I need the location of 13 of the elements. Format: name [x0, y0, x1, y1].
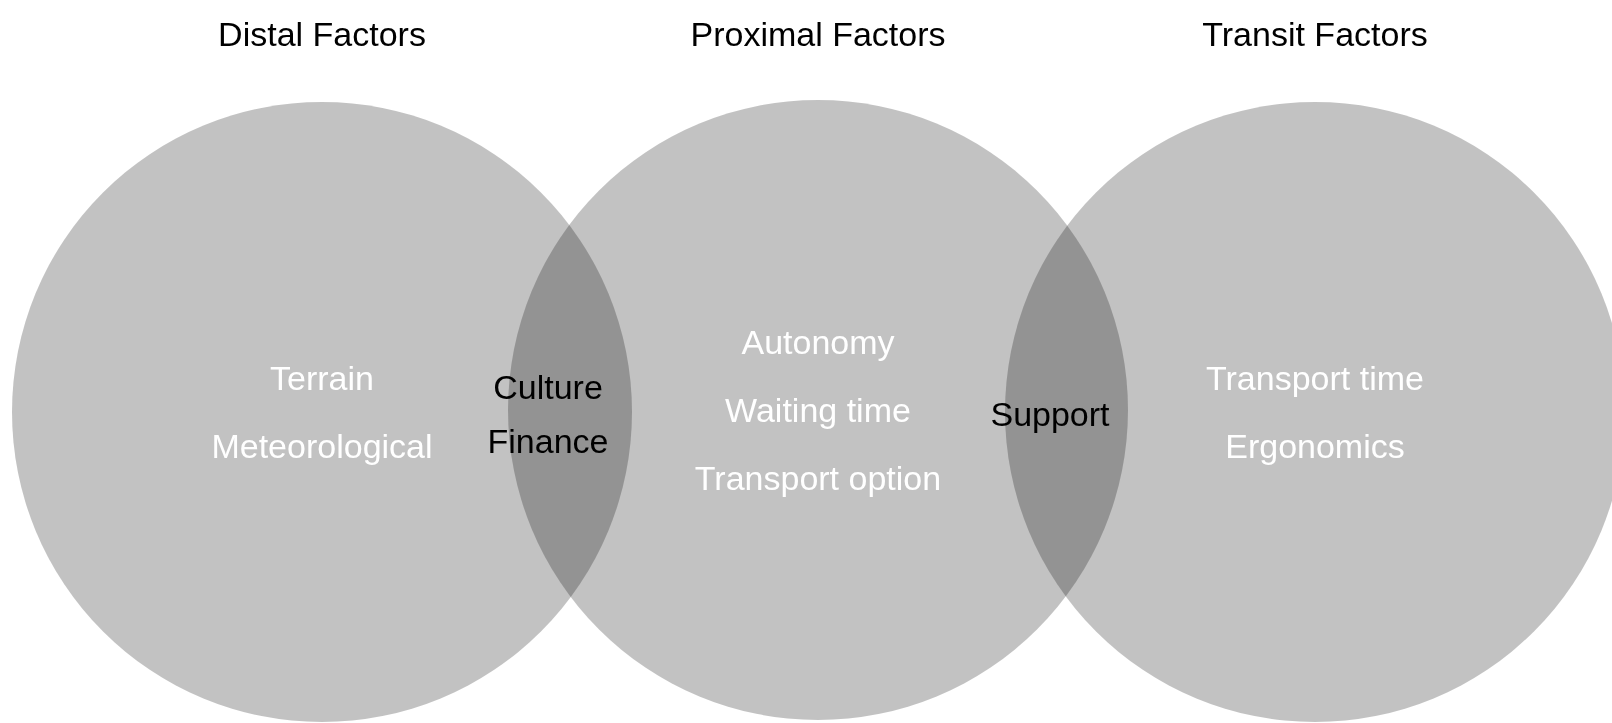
circle-heading: Transit Factors [1201, 14, 1429, 54]
overlap-text: Finance [487, 422, 609, 460]
factor-text: Waiting time [725, 391, 911, 429]
factor-text: Autonomy [741, 323, 895, 361]
factor-text: Transport option [694, 459, 942, 497]
factor-text: Transport time [1206, 359, 1424, 397]
factor-text: Ergonomics [1225, 427, 1405, 465]
overlap-text: Culture [493, 368, 603, 406]
factor-text: Meteorological [211, 427, 433, 465]
overlap-text: Support [990, 395, 1110, 433]
factor-text: Terrain [270, 359, 374, 397]
circle-heading: Distal Factors [217, 14, 427, 54]
circle-heading: Proximal Factors [689, 14, 947, 54]
